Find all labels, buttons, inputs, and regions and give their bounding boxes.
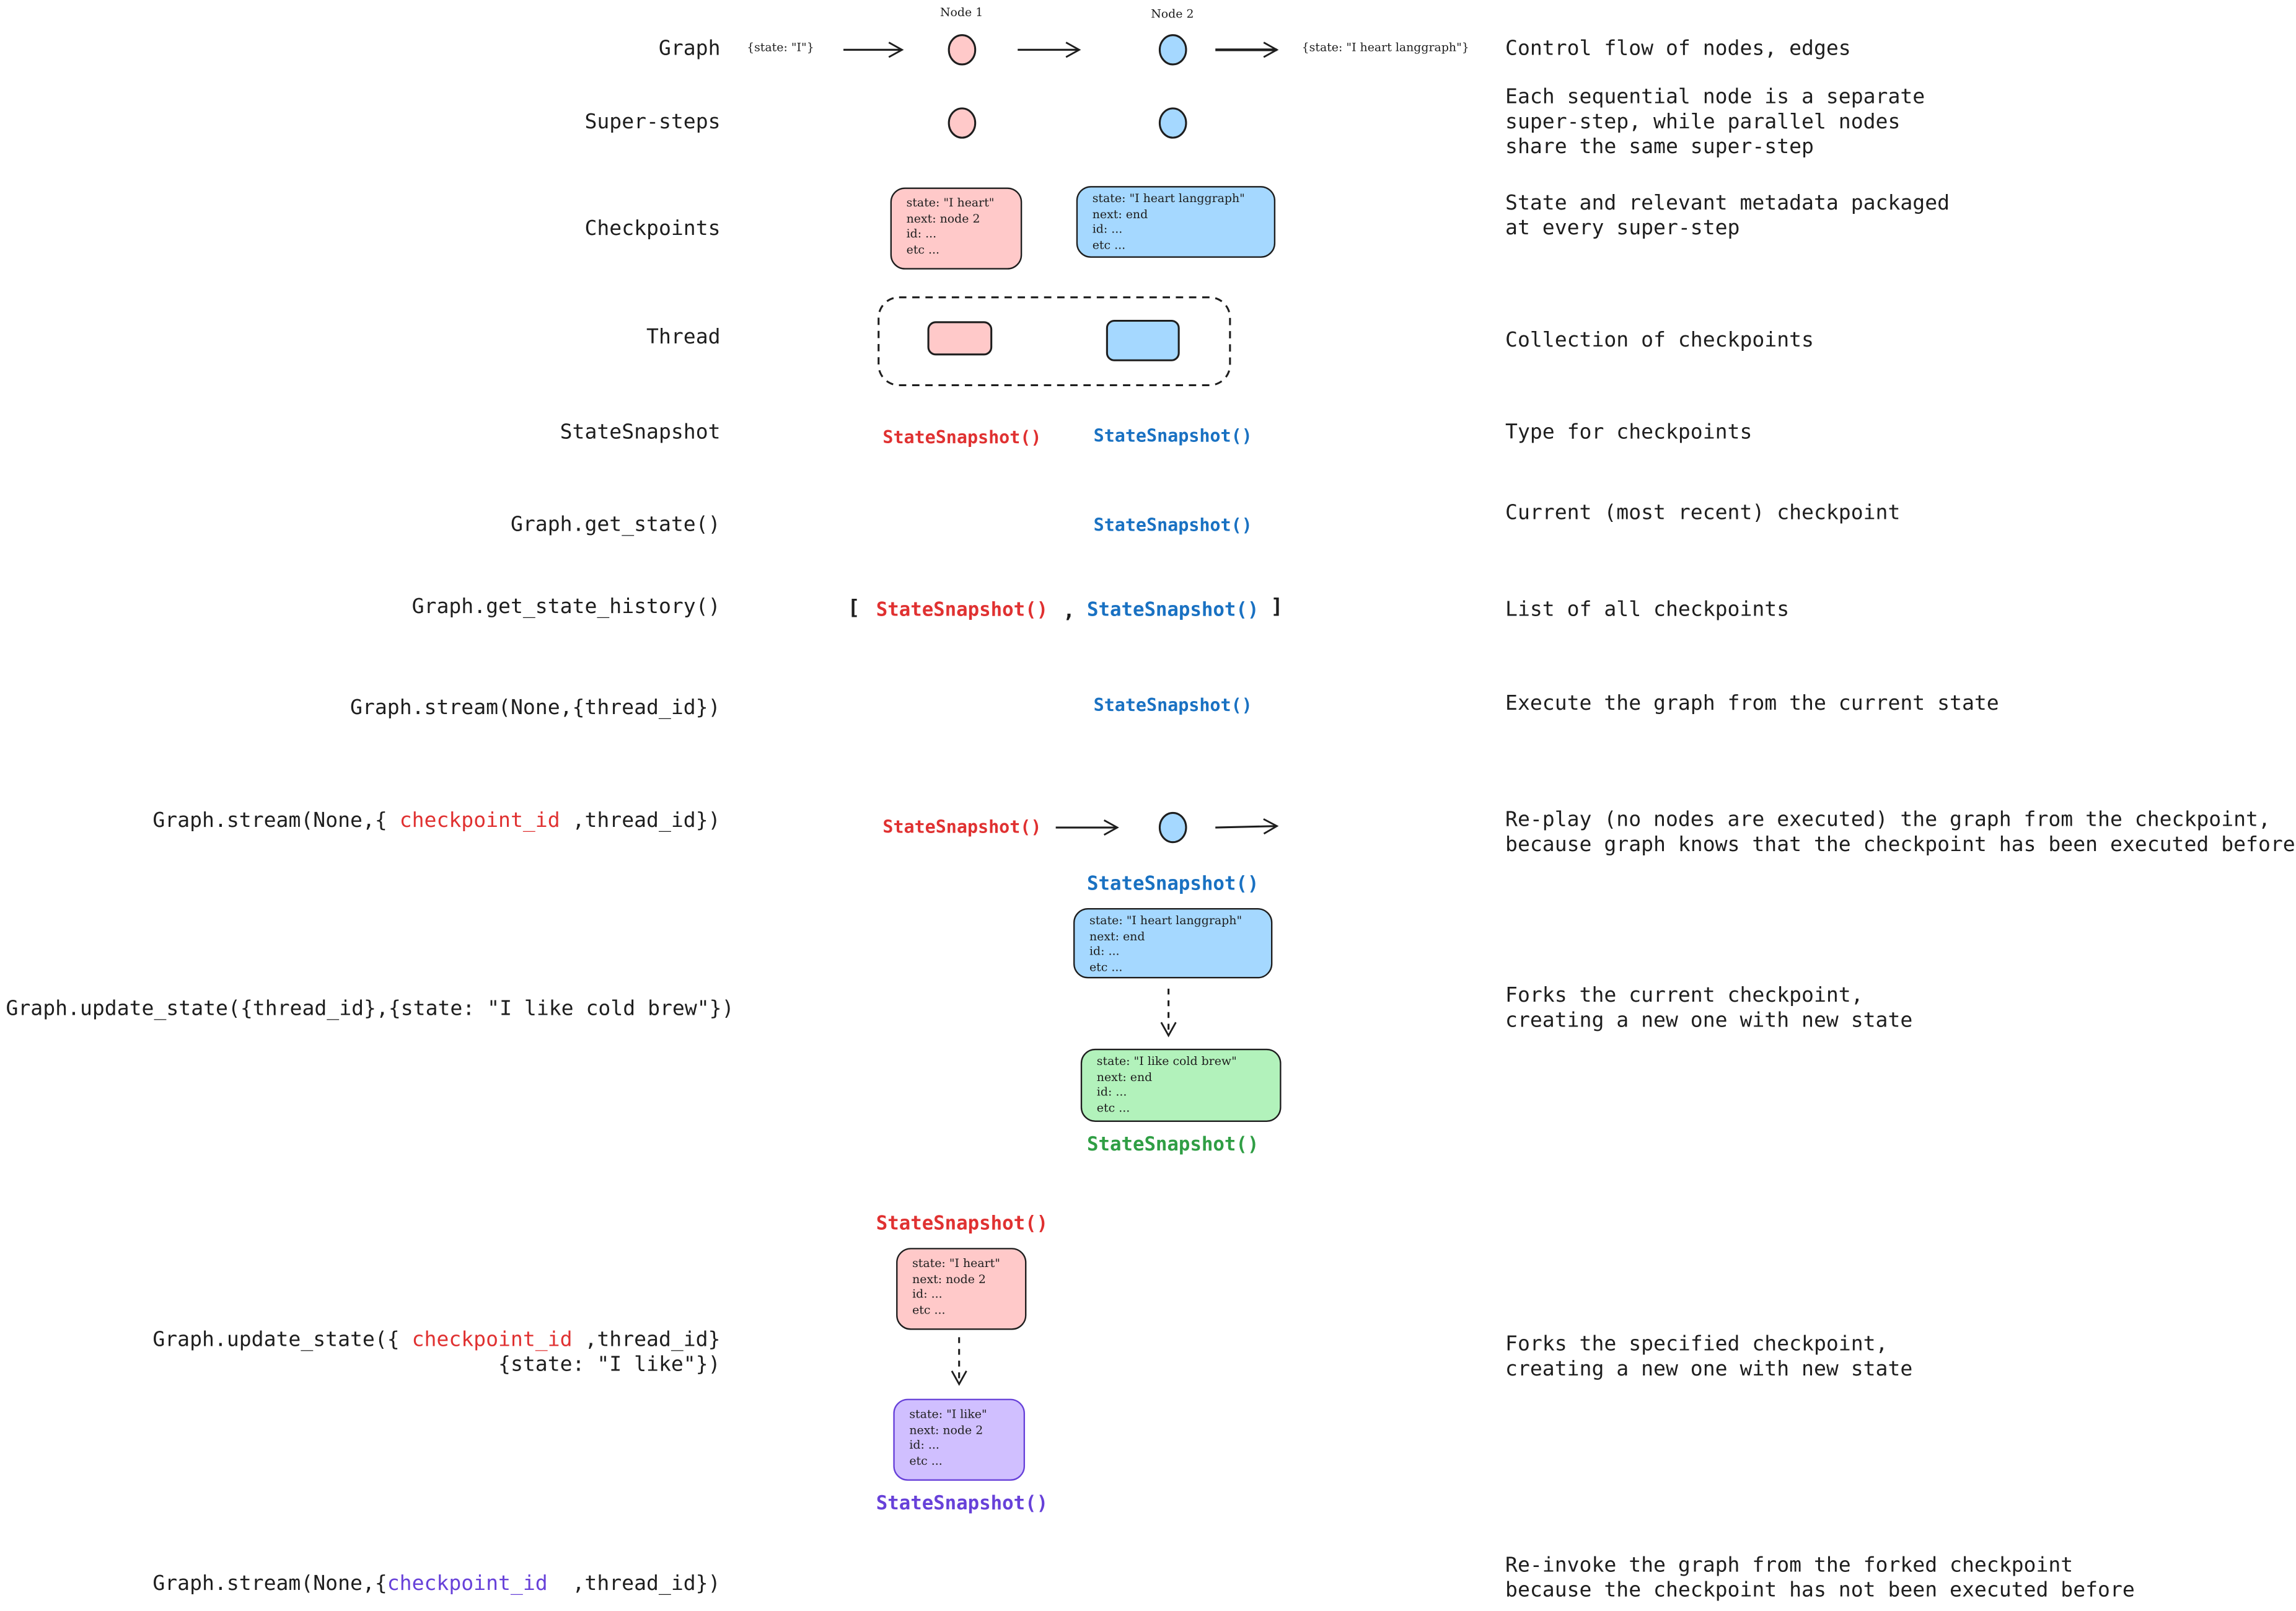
super-step-1 xyxy=(948,107,977,139)
label-part: Graph.stream(None,{ xyxy=(152,1572,387,1596)
label-thread: Thread xyxy=(646,325,721,350)
label-graph: Graph xyxy=(658,37,721,61)
node-1 xyxy=(948,34,977,66)
label-get-state: Graph.get_state() xyxy=(510,513,721,537)
snapshot-fork-source: StateSnapshot() xyxy=(876,1213,1049,1236)
label-super-steps: Super-steps xyxy=(584,110,721,135)
checkpoint-id-highlight: checkpoint_id xyxy=(411,1328,573,1352)
desc-stream: Execute the graph from the current state xyxy=(1505,692,1999,716)
snapshot-current: StateSnapshot() xyxy=(1093,514,1252,536)
label-stream: Graph.stream(None,{thread_id}) xyxy=(350,696,721,720)
desc-get-state-history: List of all checkpoints xyxy=(1505,598,1790,622)
history-separator: , xyxy=(1062,599,1075,624)
thread-checkpoint-1 xyxy=(927,321,993,356)
label-stream-checkpoint: Graph.stream(None,{ checkpoint_id ,threa… xyxy=(152,810,720,834)
checkpoint-id-highlight: checkpoint_id xyxy=(399,809,560,833)
desc-graph: Control flow of nodes, edges xyxy=(1505,37,1851,61)
node-2-label: Node 2 xyxy=(1151,7,1194,21)
desc-thread: Collection of checkpoints xyxy=(1505,329,1814,353)
desc-update-state-checkpoint: Forks the specified checkpoint, creating… xyxy=(1505,1333,1913,1382)
desc-stream-forked: Re-invoke the graph from the forked chec… xyxy=(1505,1554,2135,1603)
label-part: ,thread_id}) xyxy=(560,809,721,833)
checkpoint-node-2: state: "I heart langgraph" next: end id:… xyxy=(1076,186,1276,258)
checkpoint-forked-specified: state: "I like" next: node 2 id: ... etc… xyxy=(893,1398,1026,1481)
checkpoint-current: state: "I heart langgraph" next: end id:… xyxy=(1073,907,1273,979)
checkpoint-id-highlight: checkpoint_id xyxy=(387,1572,548,1596)
super-step-2 xyxy=(1158,107,1187,139)
snapshot-update-source: StateSnapshot() xyxy=(1086,873,1259,896)
label-part: {state: "I like"}) xyxy=(498,1353,721,1377)
label-get-state-history: Graph.get_state_history() xyxy=(411,595,721,619)
label-part: ,thread_id}) xyxy=(547,1572,721,1596)
history-open-bracket: [ xyxy=(847,596,860,620)
snapshot-fork-result: StateSnapshot() xyxy=(876,1493,1049,1516)
checkpoint-node-1: state: "I heart" next: node 2 id: ... et… xyxy=(890,187,1023,270)
desc-super-steps: Each sequential node is a separate super… xyxy=(1505,86,1925,159)
graph-input: {state: "I"} xyxy=(747,41,814,55)
desc-stream-checkpoint: Re-play (no nodes are executed) the grap… xyxy=(1505,808,2295,857)
snapshot-node-1: StateSnapshot() xyxy=(882,426,1042,448)
label-checkpoints: Checkpoints xyxy=(584,217,721,241)
checkpoint-specified: state: "I heart" next: node 2 id: ... et… xyxy=(896,1248,1027,1330)
snapshot-history-1: StateSnapshot() xyxy=(876,599,1049,622)
snapshot-update-result: StateSnapshot() xyxy=(1086,1134,1259,1157)
history-close-bracket: ] xyxy=(1270,595,1283,619)
label-part: Graph.stream(None,{ xyxy=(152,809,400,833)
graph-output: {state: "I heart langgraph"} xyxy=(1301,41,1469,55)
snapshot-node-2: StateSnapshot() xyxy=(1093,425,1252,446)
desc-update-state: Forks the current checkpoint, creating a… xyxy=(1505,984,1913,1033)
label-part: Graph.update_state({ xyxy=(152,1328,412,1352)
snapshot-stream: StateSnapshot() xyxy=(1093,695,1252,716)
edge-arrow xyxy=(1215,818,1279,835)
label-update-state: Graph.update_state({thread_id},{state: "… xyxy=(6,997,734,1021)
node-1-label: Node 1 xyxy=(939,6,983,19)
node-2 xyxy=(1158,811,1187,844)
node-2 xyxy=(1158,34,1187,66)
label-statesnapshot: StateSnapshot xyxy=(560,421,721,445)
desc-get-state: Current (most recent) checkpoint xyxy=(1505,501,1901,526)
label-stream-forked: Graph.stream(None,{checkpoint_id ,thread… xyxy=(152,1573,720,1597)
desc-checkpoints: State and relevant metadata packaged at … xyxy=(1505,192,1950,241)
label-part: ,thread_id} xyxy=(572,1328,721,1352)
snapshot-history-2: StateSnapshot() xyxy=(1086,599,1259,622)
label-update-state-checkpoint: Graph.update_state({ checkpoint_id ,thre… xyxy=(152,1328,720,1378)
desc-statesnapshot: Type for checkpoints xyxy=(1505,421,1753,445)
checkpoint-forked-current: state: "I like cold brew" next: end id: … xyxy=(1080,1048,1282,1122)
snapshot-replay: StateSnapshot() xyxy=(882,816,1042,837)
thread-checkpoint-2 xyxy=(1106,319,1180,361)
